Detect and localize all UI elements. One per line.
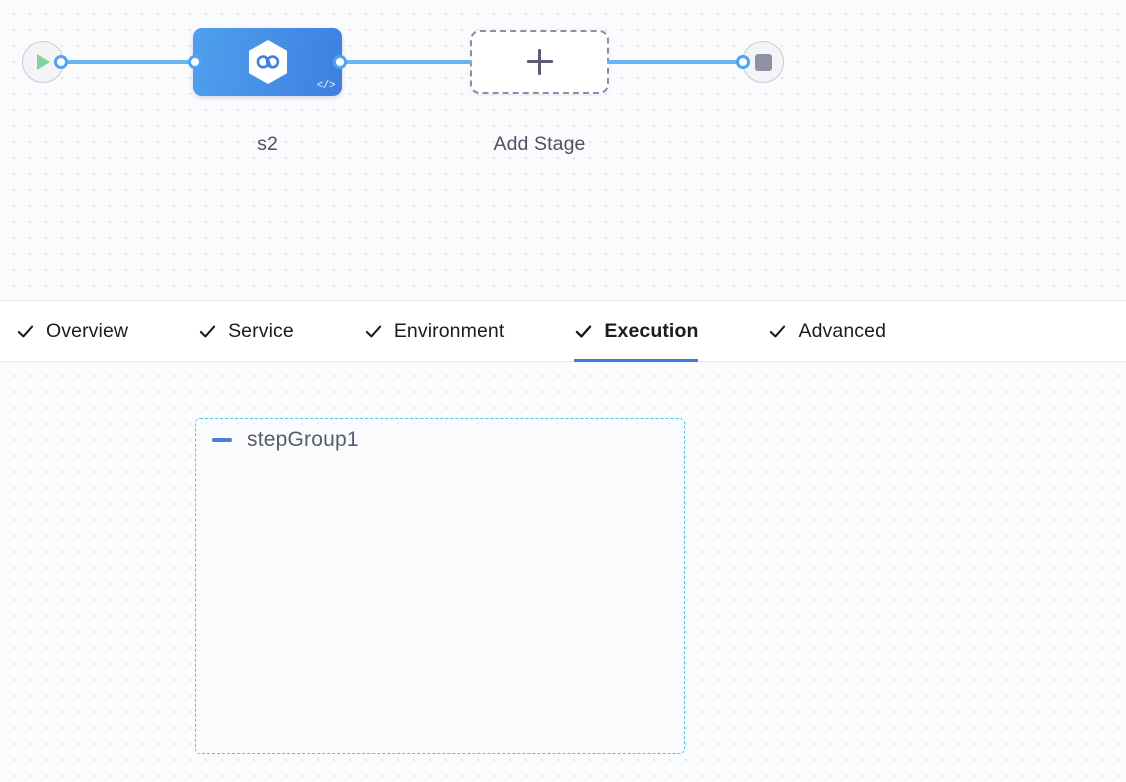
step-group-container[interactable] (195, 418, 685, 754)
stage-canvas[interactable]: </> s2 Add Stage (0, 0, 1126, 300)
connector-stage-to-add-stage (340, 60, 472, 64)
tab-service-label: Service (228, 319, 294, 342)
stage-start-port[interactable] (54, 55, 68, 69)
connector-start-to-stage (61, 60, 201, 64)
add-stage-button[interactable] (470, 30, 609, 94)
tab-execution[interactable]: Execution (574, 301, 722, 362)
hexagon-infinity-icon (248, 40, 287, 84)
execution-steps-canvas[interactable]: stepGroup1 (0, 362, 1126, 782)
stage-node-label: s2 (257, 133, 278, 155)
stop-square-icon (754, 53, 772, 71)
add-stage-label: Add Stage (493, 133, 586, 155)
tab-environment[interactable]: Environment (364, 301, 529, 361)
tab-execution-label: Execution (604, 319, 699, 342)
check-icon (365, 325, 381, 337)
step-group-title: stepGroup1 (247, 428, 359, 451)
check-icon (199, 325, 216, 337)
stage-code-badge-icon[interactable]: </> (316, 80, 336, 92)
plus-icon (526, 49, 553, 75)
tab-advanced-label: Advanced (798, 319, 887, 342)
tab-service[interactable]: Service (198, 301, 318, 361)
tab-overview[interactable]: Overview (16, 301, 152, 361)
connector-add-stage-to-end (607, 60, 745, 64)
minus-icon[interactable] (211, 429, 233, 451)
stage-node-in-port[interactable] (188, 55, 202, 69)
stage-node-out-port[interactable] (333, 55, 347, 69)
stage-end-port[interactable] (736, 55, 750, 69)
tab-advanced[interactable]: Advanced (768, 301, 910, 361)
tab-overview-label: Overview (46, 319, 129, 342)
stage-node-s2[interactable]: </> (193, 28, 342, 96)
step-group-header: stepGroup1 (211, 428, 359, 452)
check-icon (576, 324, 592, 338)
check-icon (17, 325, 34, 337)
check-icon (770, 325, 786, 337)
tab-environment-label: Environment (393, 319, 505, 342)
play-icon (37, 54, 50, 70)
stage-config-tab-bar: Overview Service Environment Execution A (0, 300, 1126, 362)
